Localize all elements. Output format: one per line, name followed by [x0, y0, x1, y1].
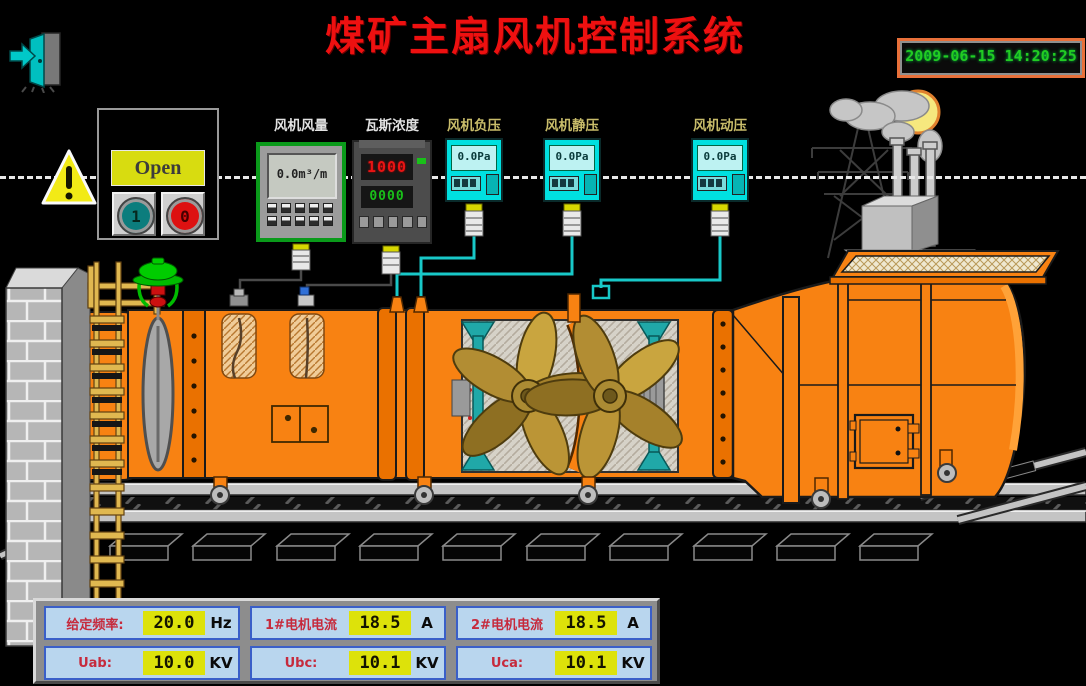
motor2-current-unit: A [627, 614, 639, 632]
air-volume-meter: 0.0m³/m [256, 142, 346, 242]
exit-door-icon[interactable] [6, 27, 62, 93]
gas-concentration-meter: 1000 0000 [352, 140, 432, 244]
uca-cell: Uca: 10.1 KV [456, 646, 652, 680]
neg-pressure-value: 0.0Pa [451, 145, 497, 171]
motor2-current-value: 18.5 [555, 611, 617, 635]
ubc-unit: KV [415, 654, 439, 672]
datetime-text: 2009-06-15 14:20:25 [900, 41, 1082, 75]
static-pressure-port [584, 174, 597, 195]
static-pressure-label: 风机静压 [545, 118, 599, 134]
uab-value: 10.0 [143, 651, 205, 675]
motor1-current-unit: A [421, 614, 433, 632]
datetime-display: 2009-06-15 14:20:25 [897, 38, 1085, 78]
motor1-current-value: 18.5 [349, 611, 411, 635]
freq-cell: 给定频率: 20.0 Hz [44, 606, 240, 640]
diffuser-outlet [731, 250, 1060, 504]
warning-triangle-icon [41, 149, 97, 205]
neg-pressure-meter: 0.0Pa [445, 138, 503, 202]
uab-unit: KV [209, 654, 233, 672]
air-volume-value: 0.0m³/m [267, 153, 337, 199]
stop-button-plate: 0 [161, 192, 205, 236]
ubc-cell: Ubc: 10.1 KV [250, 646, 446, 680]
gas-meter-keypad [359, 216, 428, 228]
gas-meter-cap [359, 140, 425, 148]
outlet-grille [829, 250, 1060, 285]
ubc-label: Ubc: [284, 655, 318, 671]
duct-flange [405, 307, 425, 481]
start-button-plate: 1 [112, 192, 156, 236]
ubc-value: 10.1 [349, 651, 411, 675]
gas-value-green: 0000 [361, 186, 413, 208]
air-volume-keypad [267, 203, 337, 229]
uab-cell: Uab: 10.0 KV [44, 646, 240, 680]
uca-unit: KV [621, 654, 645, 672]
static-pressure-value: 0.0Pa [549, 145, 595, 171]
neg-pressure-label: 风机负压 [447, 118, 501, 134]
gas-value-red: 1000 [361, 154, 413, 180]
motor1-current-cell: 1#电机电流 18.5 A [250, 606, 446, 640]
dyn-pressure-meter: 0.0Pa [691, 138, 749, 202]
pressure-cables [395, 235, 722, 300]
uab-label: Uab: [78, 655, 112, 671]
duct-flange [377, 307, 397, 481]
air-volume-label: 风机风量 [274, 118, 328, 134]
dyn-pressure-value: 0.0Pa [697, 145, 743, 171]
gas-label: 瓦斯浓度 [365, 118, 419, 134]
freq-label: 给定频率: [66, 617, 124, 633]
freq-unit: Hz [210, 614, 232, 632]
dyn-pressure-label: 风机动压 [693, 118, 747, 134]
stop-button[interactable]: 0 [166, 197, 204, 235]
sensor-wells [221, 313, 325, 379]
sensor-cables [238, 268, 393, 292]
duct-hatch-box [271, 405, 329, 443]
access-door [849, 413, 920, 470]
static-pressure-keys [549, 176, 579, 191]
status-indicator-open: Open [111, 150, 205, 186]
valve-actuator [132, 257, 184, 320]
fan-duct [63, 275, 734, 518]
support-wheels [210, 449, 957, 509]
gas-status-led [417, 158, 426, 164]
page-title: 煤矿主扇风机控制系统 [325, 14, 745, 60]
duct-cable-connectors [389, 293, 581, 323]
smoke-cloud [829, 90, 943, 163]
neg-pressure-port [486, 174, 499, 195]
dyn-pressure-keys [697, 176, 727, 191]
motor1-current-label: 1#电机电流 [265, 617, 337, 633]
measurements-panel: 给定频率: 20.0 Hz 1#电机电流 18.5 A 2#电机电流 18.5 … [33, 598, 660, 684]
start-button[interactable]: 1 [117, 197, 155, 235]
track-ties [109, 533, 933, 561]
factory [829, 89, 1002, 269]
motor2-current-label: 2#电机电流 [471, 617, 543, 633]
meter-connectors [291, 203, 730, 275]
motor2-current-cell: 2#电机电流 18.5 A [456, 606, 652, 640]
uca-value: 10.1 [555, 651, 617, 675]
fan-control-panel: Open 1 0 [97, 108, 219, 240]
uca-label: Uca: [490, 655, 524, 671]
neg-pressure-keys [451, 176, 481, 191]
dyn-pressure-port [732, 174, 745, 195]
freq-value: 20.0 [143, 611, 205, 635]
static-pressure-meter: 0.0Pa [543, 138, 601, 202]
duct-sensors [229, 286, 315, 307]
brick-wall [5, 267, 91, 647]
